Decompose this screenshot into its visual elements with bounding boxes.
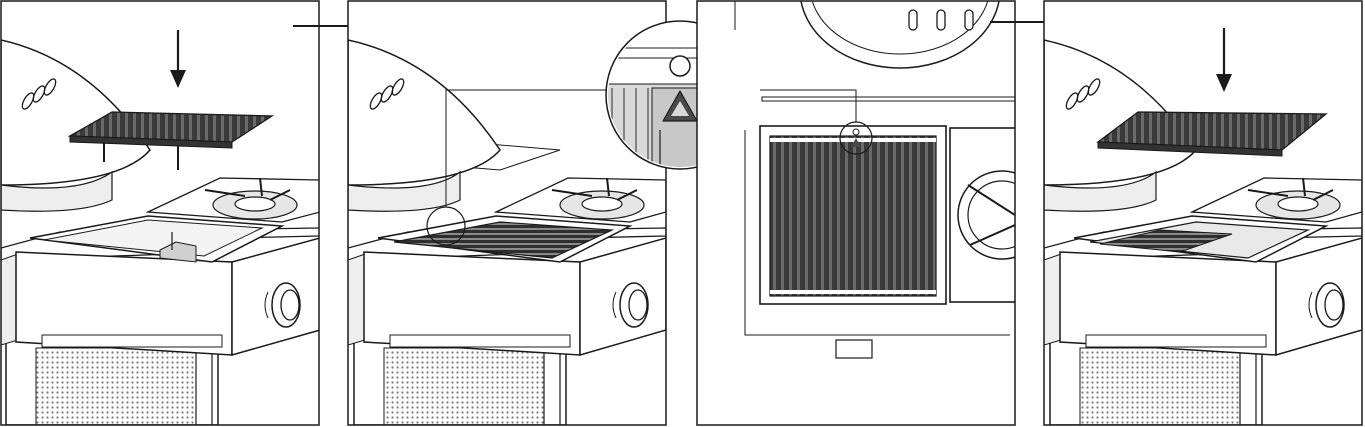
panel-frame-2 xyxy=(347,0,667,426)
step-panel-4 xyxy=(1044,1,1362,425)
control-knob xyxy=(612,282,649,328)
panel-frame-4 xyxy=(1043,0,1363,426)
down-arrow-icon xyxy=(170,30,186,88)
lid-vents xyxy=(908,9,974,31)
kettle-lid-top xyxy=(800,1,1000,69)
kettle-lid xyxy=(348,39,501,212)
step-panel-2 xyxy=(348,1,666,425)
side-burner xyxy=(1189,177,1362,223)
cabinet xyxy=(1049,329,1263,425)
grill-tray-empty xyxy=(29,215,285,263)
alternate-grate xyxy=(1096,111,1328,157)
warning-triangle-icon xyxy=(662,90,698,122)
side-burner-top-view xyxy=(949,127,1015,303)
down-arrow-icon xyxy=(1216,28,1232,92)
drip-tray-handle xyxy=(835,339,873,359)
cooking-grate-top-view xyxy=(759,125,947,305)
kettle-lid xyxy=(1,39,151,212)
control-knob xyxy=(1308,282,1345,328)
grill-housing xyxy=(363,237,666,356)
side-burner xyxy=(493,177,666,223)
lid-vents xyxy=(369,78,405,110)
step-panel-1 xyxy=(1,1,319,425)
step-panel-3 xyxy=(697,1,1015,425)
lid-vents xyxy=(21,78,57,110)
panel-frame-1 xyxy=(0,0,320,426)
control-knob xyxy=(264,282,301,328)
orientation-marker xyxy=(760,89,873,155)
cooking-grate xyxy=(67,111,275,170)
side-burner xyxy=(145,177,319,223)
panel-frame-3 xyxy=(696,0,1016,426)
lid-vents xyxy=(1065,78,1101,110)
detail-marker xyxy=(426,89,610,246)
griddle-plate-seated xyxy=(1073,215,1329,263)
